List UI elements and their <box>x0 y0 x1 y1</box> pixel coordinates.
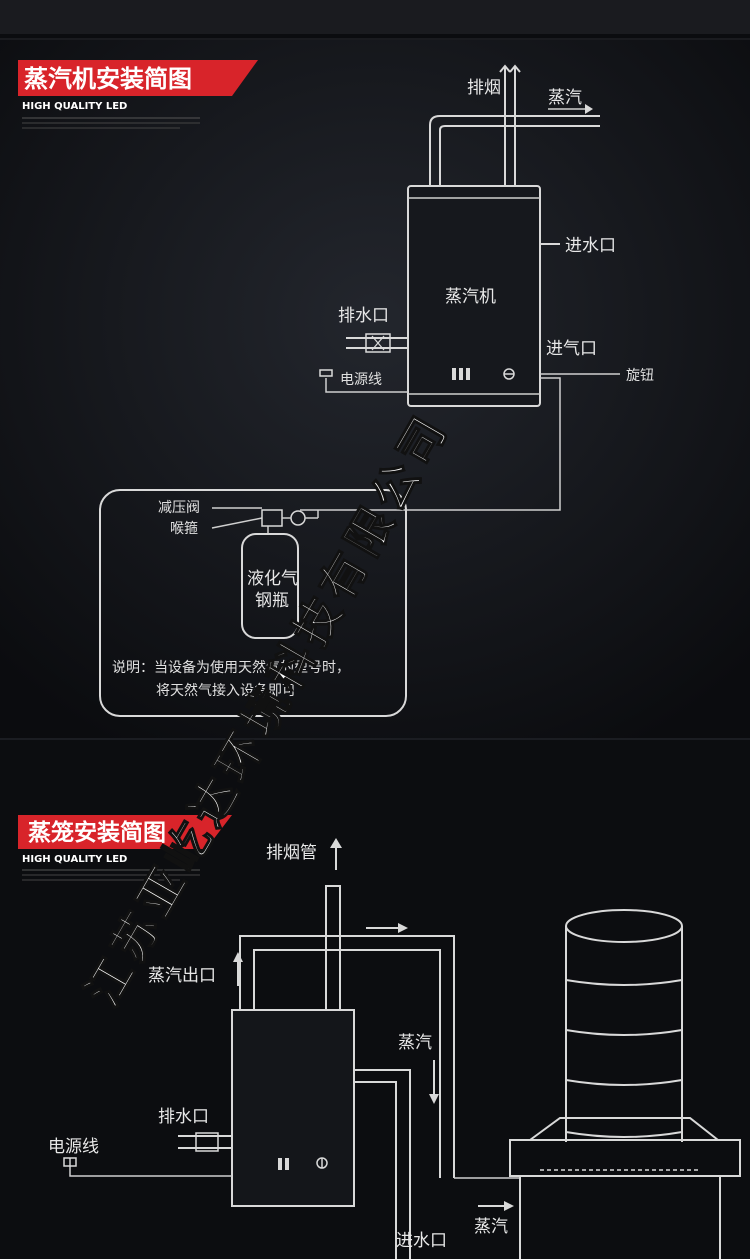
steam-outlet-pipe <box>239 935 455 1178</box>
steam-label: 蒸汽 <box>548 88 582 108</box>
steam-machine-diagram: 排烟 蒸汽 蒸汽机 进水口 排水口 电源线 进气口 旋钮 减压阀 <box>99 64 654 717</box>
drain-label: 排水口 <box>338 306 389 326</box>
section2-title: 蒸笼安装简图 <box>28 819 166 846</box>
section1-title: 蒸汽机安装简图 <box>24 65 192 93</box>
steam-machine-body <box>407 185 541 407</box>
note-line-1: 说明：当设备为使用天然气的型号时， <box>112 659 350 676</box>
cylinder-label-2: 钢瓶 <box>255 591 289 611</box>
knob-label: 旋钮 <box>626 368 654 384</box>
gas-cylinder-panel <box>99 489 407 717</box>
section1-background <box>0 40 750 740</box>
gas-inlet-label: 进气口 <box>546 339 597 359</box>
power-cord-2 <box>69 1158 232 1177</box>
section1-subtitle: HIGH QUALITY LED <box>22 101 127 112</box>
exhaust-label: 排烟 <box>467 78 501 98</box>
power-cord-label-2: 电源线 <box>48 1137 99 1157</box>
water-inlet-label: 进水口 <box>565 236 616 256</box>
section2-header: 蒸笼安装简图 HIGH QUALITY LED <box>18 815 232 881</box>
drain-pipe-2 <box>178 1135 232 1149</box>
water-inlet-label-2: 进水口 <box>396 1231 447 1251</box>
note-line-2: 将天然气接入设备即可 <box>156 682 296 699</box>
gas-cylinder <box>241 533 299 639</box>
chimney-label: 排烟管 <box>266 843 317 863</box>
machine-label: 蒸汽机 <box>445 287 496 307</box>
steam-outlet-label: 蒸汽出口 <box>148 966 216 986</box>
power-cord <box>325 378 408 393</box>
top-bar <box>0 0 750 40</box>
section2-subtitle: HIGH QUALITY LED <box>22 854 127 865</box>
steamer-stack <box>509 909 741 1259</box>
water-inlet-pipe <box>354 1069 411 1259</box>
drain-label-2: 排水口 <box>158 1107 209 1127</box>
power-cord-label: 电源线 <box>340 372 382 388</box>
steamer-base <box>509 1139 741 1177</box>
pressure-valve-label: 减压阀 <box>158 500 200 516</box>
title-banner-2 <box>18 815 232 849</box>
steam-right-label: 蒸汽 <box>474 1217 508 1237</box>
gas-pipe <box>420 377 561 511</box>
steamer-diagram: 排烟管 蒸汽出口 蒸汽 进水口 排水口 电源线 蒸汽 <box>48 838 741 1259</box>
throat-label: 喉箍 <box>170 520 198 537</box>
plug-icon-2 <box>63 1157 77 1167</box>
steam-pipe <box>429 115 600 186</box>
drain-pipe <box>346 337 408 349</box>
plug-icon <box>319 369 333 377</box>
cylinder-label-1: 液化气 <box>247 569 298 589</box>
title-banner <box>18 60 258 96</box>
steamer-machine-body <box>231 1009 355 1207</box>
section1-header: 蒸汽机安装简图 HIGH QUALITY LED <box>18 60 258 129</box>
steam-down-label: 蒸汽 <box>398 1033 432 1053</box>
